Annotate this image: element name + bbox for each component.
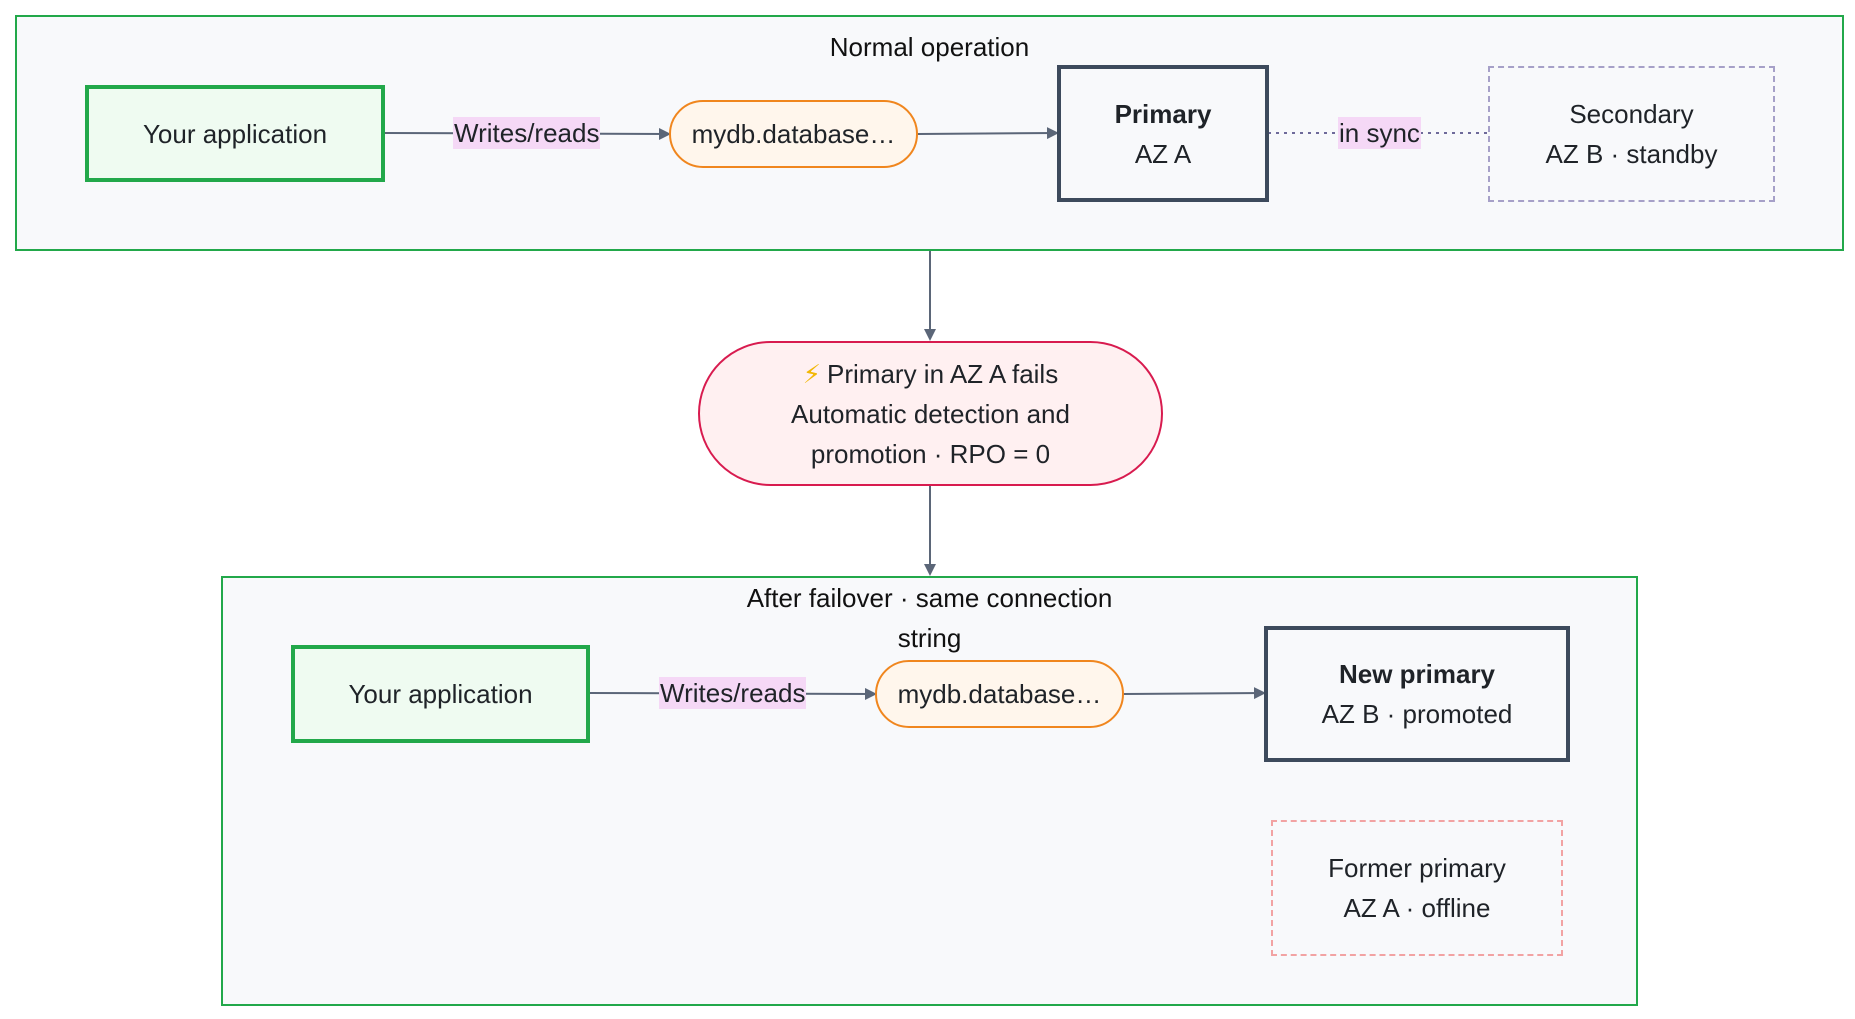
group-title-line1: After failover · same connection bbox=[746, 583, 1113, 613]
node-label: Your application bbox=[142, 118, 328, 149]
failover-event-node: ⚡Primary in AZ A fails Automatic detecti… bbox=[698, 341, 1163, 486]
group-title-line2: string bbox=[897, 623, 962, 653]
event-line1: Primary in AZ A fails bbox=[827, 358, 1059, 389]
your-application-node-after: Your application bbox=[291, 645, 590, 743]
event-line1-wrap: ⚡Primary in AZ A fails bbox=[803, 354, 1058, 394]
primary-node: Primary AZ A bbox=[1057, 65, 1269, 202]
node-label: mydb.database… bbox=[897, 679, 1102, 709]
endpoint-node: mydb.database… bbox=[669, 100, 918, 168]
lightning-icon: ⚡ bbox=[802, 358, 822, 389]
edge-endpoint2-to-new-primary bbox=[1123, 687, 1266, 700]
group-title: Normal operation bbox=[829, 32, 1030, 62]
node-title: Secondary bbox=[1569, 99, 1694, 129]
event-line2: Automatic detection and bbox=[791, 398, 1070, 429]
endpoint-node-after: mydb.database… bbox=[875, 660, 1124, 728]
edge-label-writes-reads-after: Writes/reads bbox=[659, 677, 807, 709]
edge-endpoint-to-primary bbox=[917, 127, 1059, 140]
edge-label-writes-reads: Writes/reads bbox=[453, 117, 601, 149]
node-label: Your application bbox=[348, 679, 533, 709]
node-label: mydb.database… bbox=[691, 119, 896, 149]
node-subtitle: AZ B · standby bbox=[1545, 139, 1718, 169]
edge-label-in-sync: in sync bbox=[1338, 117, 1421, 149]
node-title: Primary bbox=[1114, 98, 1212, 129]
node-title: New primary bbox=[1338, 659, 1496, 689]
event-line3: promotion · RPO = 0 bbox=[810, 438, 1051, 469]
former-primary-node: Former primary AZ A · offline bbox=[1271, 820, 1563, 956]
node-subtitle: AZ A · offline bbox=[1343, 893, 1491, 923]
node-title: Former primary bbox=[1328, 853, 1506, 883]
secondary-node: Secondary AZ B · standby bbox=[1488, 66, 1775, 202]
new-primary-node: New primary AZ B · promoted bbox=[1264, 626, 1570, 762]
your-application-node: Your application bbox=[85, 85, 385, 182]
node-subtitle: AZ A bbox=[1134, 138, 1192, 169]
node-subtitle: AZ B · promoted bbox=[1321, 699, 1513, 729]
